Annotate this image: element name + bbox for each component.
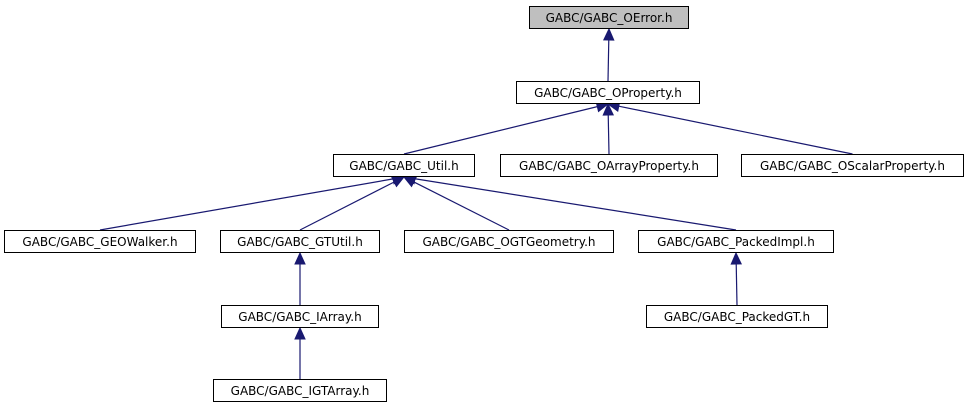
node-gtutil[interactable]: GABC/GABC_GTUtil.h [220,230,380,253]
arrowhead-packedgt-to-packedimpl [730,251,742,265]
node-igtarray[interactable]: GABC/GABC_IGTArray.h [213,379,387,402]
arrowhead-oproperty-to-oerror [603,27,615,41]
edge-oarrayproperty-to-oproperty [607,114,610,155]
edge-gtutil-to-util [299,181,395,231]
node-packedgt[interactable]: GABC/GABC_PackedGT.h [646,305,828,328]
node-oarrayproperty[interactable]: GABC/GABC_OArrayProperty.h [500,154,718,177]
edge-packedgt-to-packedimpl [735,263,738,306]
node-util[interactable]: GABC/GABC_Util.h [333,154,475,177]
edge-util-to-oproperty [403,106,598,155]
node-oproperty[interactable]: GABC/GABC_OProperty.h [516,81,700,104]
node-oscalarproperty[interactable]: GABC/GABC_OScalarProperty.h [741,154,964,177]
arrowhead-oarrayproperty-to-oproperty [602,102,615,116]
edge-geowalker-to-util [99,178,394,231]
arrowhead-gtutil-to-util [391,176,406,188]
node-geowalker[interactable]: GABC/GABC_GEOWalker.h [4,230,196,253]
arrowhead-igtarray-to-iarray [294,326,306,340]
node-ogtgeometry[interactable]: GABC/GABC_OGTGeometry.h [404,230,614,253]
edge-packedimpl-to-util [414,178,737,231]
node-packedimpl[interactable]: GABC/GABC_PackedImpl.h [638,230,834,253]
node-oerror[interactable]: GABC/GABC_OError.h [529,6,689,29]
edge-oproperty-to-oerror [607,39,610,82]
edge-ogtgeometry-to-util [413,181,510,231]
edge-oscalarproperty-to-oproperty [618,105,853,155]
arrowhead-iarray-to-gtutil [294,251,306,265]
node-iarray[interactable]: GABC/GABC_IArray.h [221,305,379,328]
